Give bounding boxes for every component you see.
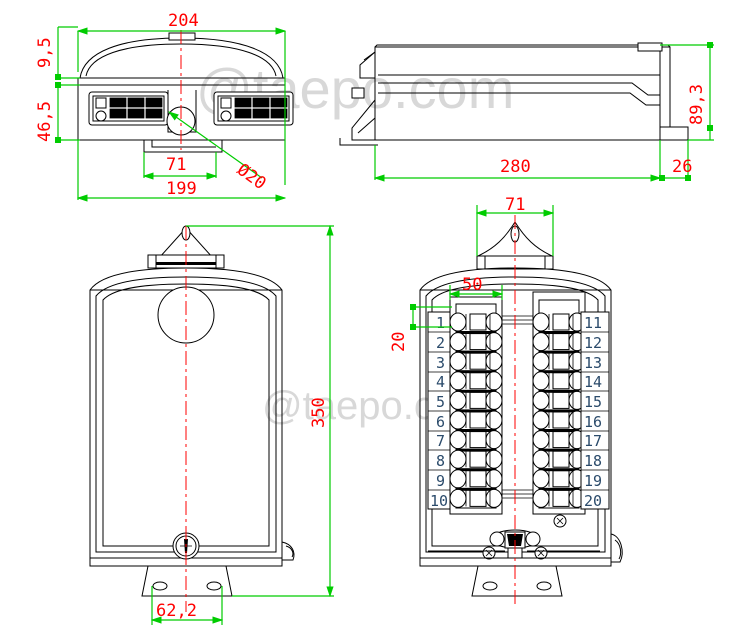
terminal-number: 3	[436, 354, 445, 372]
view-top-right: 89,3 280 26	[339, 42, 714, 182]
dim-label-71-top: 71	[166, 155, 186, 175]
dim-280: 280	[373, 140, 662, 182]
dim-label-71-bottom: 71	[505, 195, 525, 215]
terminal-number: 6	[436, 413, 445, 431]
dim-label-350: 350	[309, 397, 329, 428]
terminal-number: 14	[584, 373, 602, 391]
view-bottom-left: 350 62,2	[89, 224, 334, 625]
dim-label-89-3: 89,3	[687, 84, 707, 125]
terminal-number: 7	[436, 432, 445, 450]
terminal-number: 17	[584, 432, 602, 450]
dim-71-top: 71	[142, 152, 218, 180]
dim-62-2: 62,2	[150, 586, 224, 625]
terminal-number: 4	[436, 373, 445, 391]
dim-label-diameter-20: Ø20	[233, 160, 270, 194]
terminal-number: 12	[584, 334, 602, 352]
terminal-number: 15	[584, 393, 602, 411]
dim-label-46-5: 46,5	[35, 101, 55, 142]
dim-label-50: 50	[462, 275, 482, 295]
terminal-number: 11	[584, 314, 602, 332]
dim-label-199: 199	[166, 179, 197, 199]
terminal-number: 13	[584, 354, 602, 372]
dim-label-26: 26	[672, 157, 692, 177]
dim-46-5: 46,5	[35, 82, 80, 143]
terminal-number: 19	[584, 472, 602, 490]
dim-199: 199	[76, 140, 287, 202]
terminal-number: 10	[430, 492, 448, 510]
dim-204: 204	[76, 11, 287, 185]
dim-label-62-2: 62,2	[156, 601, 197, 621]
dim-20: 20	[389, 304, 452, 352]
terminal-strip-right	[532, 291, 586, 528]
terminal-number: 8	[436, 452, 445, 470]
terminal-numbers-right: 11 12 13 14 15 16 17 18 19 20	[580, 311, 610, 510]
terminal-number: 16	[584, 413, 602, 431]
terminal-number: 18	[584, 452, 602, 470]
terminal-number: 9	[436, 472, 445, 490]
view-bottom-right: 1 2 3 4 5 6 7 8 9 10	[389, 195, 623, 608]
dim-label-9-5: 9,5	[35, 37, 55, 68]
dim-9-5: 9,5	[35, 26, 80, 80]
terminal-strip-left	[449, 296, 503, 515]
dim-50: 50	[448, 275, 504, 300]
terminal-number: 1	[436, 314, 445, 332]
dim-89-3: 89,3	[660, 42, 714, 141]
view-top-left: 204 9,5 46,5 71 19	[35, 11, 294, 202]
terminal-number: 5	[436, 393, 445, 411]
dim-71-bottom-right: 71	[475, 195, 555, 256]
dim-label-20: 20	[389, 332, 409, 352]
dim-350: 350	[186, 224, 334, 598]
dim-26: 26	[659, 140, 692, 181]
terminal-number: 20	[584, 492, 602, 510]
dim-label-204: 204	[168, 11, 199, 31]
terminal-number: 2	[436, 334, 445, 352]
bus-link	[502, 315, 533, 499]
dim-label-280: 280	[500, 157, 531, 177]
